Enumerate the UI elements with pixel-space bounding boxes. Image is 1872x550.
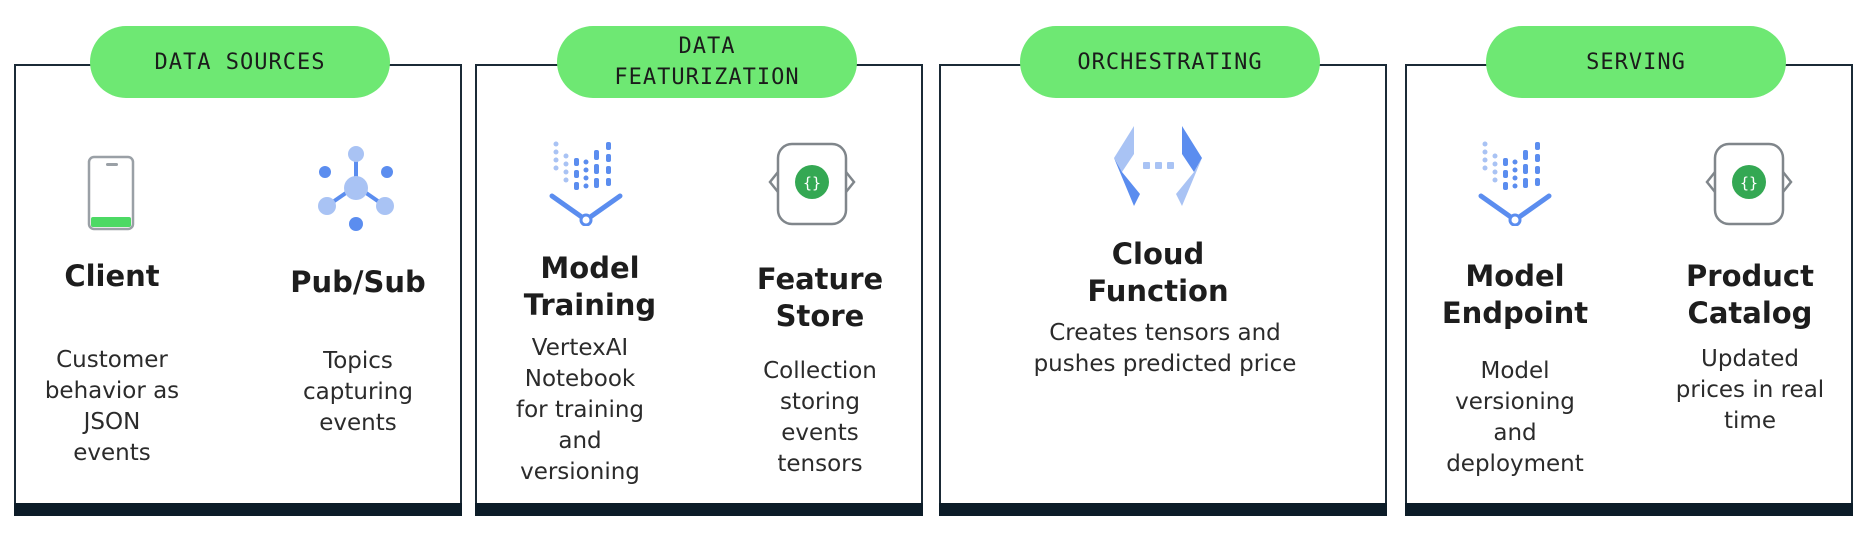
panel-footer-bar <box>14 503 462 516</box>
stage-label-data-featurization: DATA FEATURIZATION <box>557 26 857 98</box>
stage-panel-data-sources <box>14 64 462 516</box>
feature-store-icon: {} <box>1705 142 1793 226</box>
pubsub-icon <box>318 146 394 231</box>
item-title-model-endpoint: Model Endpoint <box>1441 259 1589 330</box>
stage-label-orchestrating: ORCHESTRATING <box>1020 26 1320 98</box>
item-title-feature-store: Feature Store <box>756 262 884 333</box>
svg-text:{}: {} <box>1740 174 1758 192</box>
panel-footer-bar <box>475 503 923 516</box>
vertex-ai-icon <box>1478 141 1552 226</box>
item-title-model-training: Model Training <box>523 251 657 322</box>
item-desc-model-training: VertexAI Notebook for training and versi… <box>515 335 645 485</box>
item-title-client: Client <box>64 259 160 293</box>
svg-text:{}: {} <box>803 174 821 192</box>
vertex-ai-icon <box>549 141 623 226</box>
item-title-product-catalog: Product Catalog <box>1686 259 1814 330</box>
panel-footer-bar <box>1405 503 1853 516</box>
item-desc-product-catalog: Updated prices in real time <box>1675 346 1825 434</box>
item-desc-cloud-function: Creates tensors and pushes predicted pri… <box>1033 320 1297 377</box>
stage-panel-orchestrating <box>939 64 1387 516</box>
item-desc-client: Customer behavior as JSON events <box>44 347 180 466</box>
item-desc-feature-store: Collection storing events tensors <box>763 358 877 477</box>
stage-panel-data-featurization <box>475 64 923 516</box>
stage-panel-serving <box>1405 64 1853 516</box>
mobile-client-icon <box>87 155 135 231</box>
stage-label-serving: SERVING <box>1486 26 1786 98</box>
item-title-cloud-function: Cloud Function <box>1087 237 1229 308</box>
panel-footer-bar <box>939 503 1387 516</box>
stage-label-data-sources: DATA SOURCES <box>90 26 390 98</box>
feature-store-icon: {} <box>768 142 856 226</box>
item-title-pubsub: Pub/Sub <box>290 265 426 299</box>
item-desc-model-endpoint: Model versioning and deployment <box>1446 358 1584 477</box>
cloud-function-icon <box>1114 126 1202 206</box>
item-desc-pubsub: Topics capturing events <box>303 348 413 436</box>
